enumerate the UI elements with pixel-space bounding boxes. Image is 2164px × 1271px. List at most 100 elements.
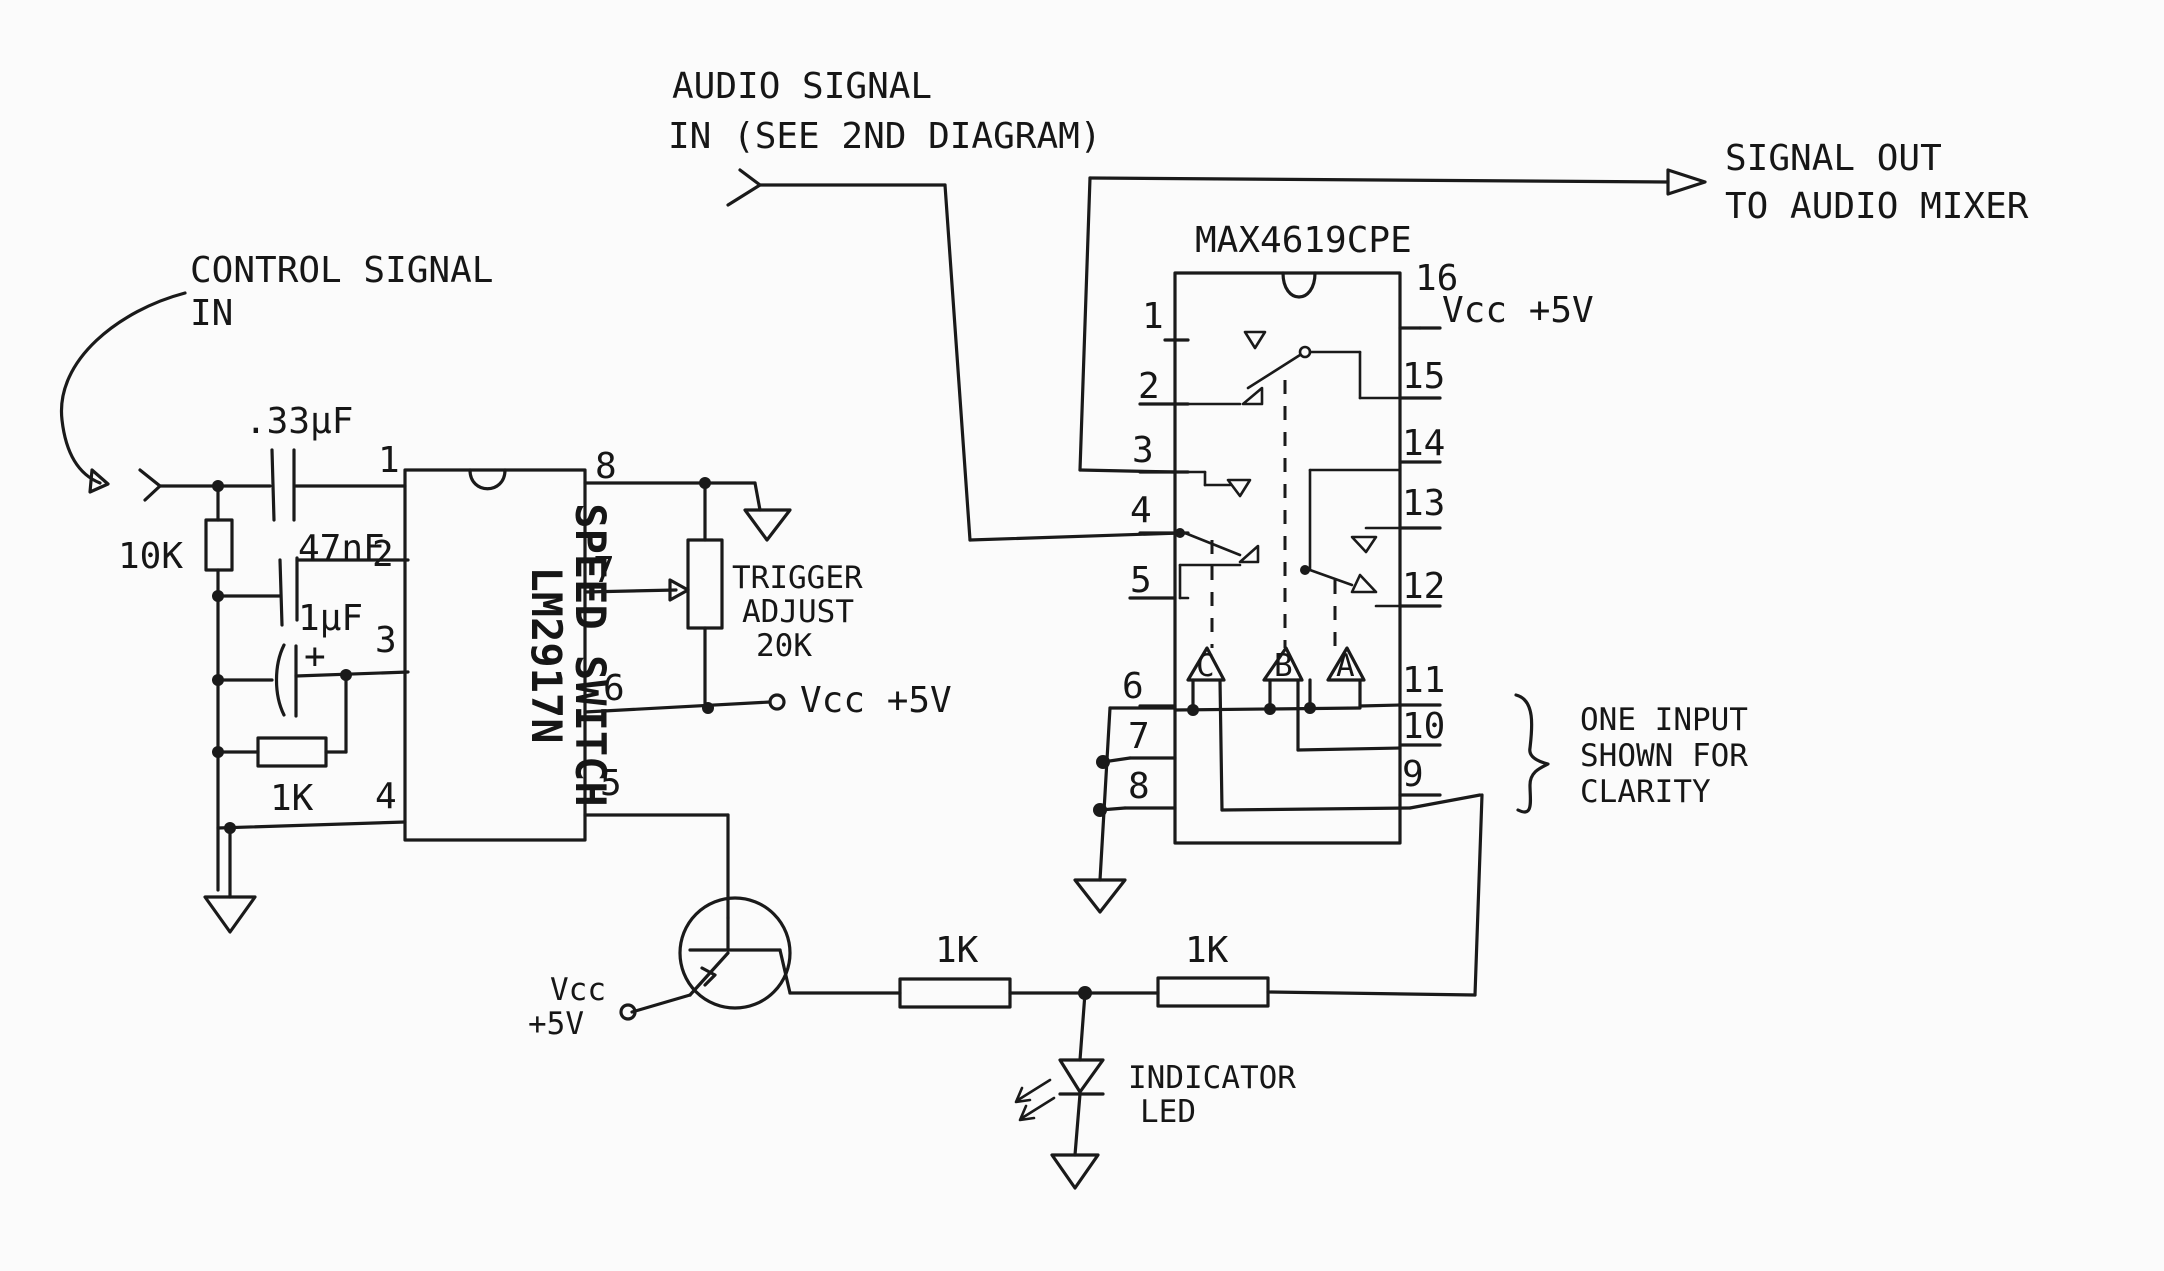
capacitor-1u-polarity: + — [304, 636, 326, 677]
ground-symbol — [1050, 1153, 1100, 1190]
ic1-pin-5: 5 — [600, 763, 622, 804]
control-c-label: C — [1196, 648, 1215, 684]
switch-c-pivot — [1175, 528, 1185, 538]
vcc-transistor-label-2: +5V — [528, 1006, 584, 1042]
resistor-1k-timing — [256, 736, 328, 768]
capacitor-47n-label: 47nF — [298, 528, 385, 569]
wire — [753, 481, 762, 512]
wire — [1220, 806, 1412, 812]
resistor-1k-led — [898, 977, 1012, 1009]
ic-lm2917n-name: LM2917N — [522, 566, 571, 743]
wire — [1296, 746, 1402, 752]
switch-a-blade — [1246, 353, 1302, 390]
control-in-arrowhead — [88, 468, 110, 494]
ground-symbol — [203, 895, 257, 934]
ic2-pin-16: 16 — [1415, 258, 1458, 299]
wire — [1088, 176, 1670, 184]
ic2-pin-9: 9 — [1402, 754, 1424, 795]
wire — [1078, 991, 1087, 1062]
pot-wiper-arrow — [668, 578, 690, 602]
ic2-pin-10: 10 — [1402, 706, 1445, 747]
ic2-pin-12: 12 — [1402, 566, 1445, 607]
trigger-label-3: 20K — [756, 628, 812, 664]
wire — [1358, 703, 1402, 708]
wire — [216, 820, 407, 830]
switch-c-contact — [1238, 544, 1260, 564]
junction-dot — [212, 480, 224, 492]
wire — [1473, 793, 1484, 997]
vcc-transistor-label: Vcc — [550, 972, 606, 1008]
resistor-10k — [204, 518, 234, 572]
wire — [1078, 176, 1092, 472]
capacitor-033-plate — [270, 448, 276, 522]
capacitor-1u-plate — [274, 643, 286, 717]
wire — [778, 948, 792, 995]
resistor-1k-led-label: 1K — [935, 930, 979, 971]
switch-a-pivot — [1298, 345, 1312, 359]
ic-max4619cpe — [1173, 271, 1402, 845]
switch-b-contact — [1350, 573, 1378, 594]
ic1-pin-3: 3 — [375, 620, 397, 661]
ic1-pin-2: 2 — [372, 534, 394, 575]
signal-out-label-2: TO AUDIO MIXER — [1725, 186, 2029, 227]
ground-symbol — [1073, 878, 1127, 914]
capacitor-47n-plate — [278, 558, 284, 627]
wire — [583, 588, 678, 594]
control-b-driver — [1262, 646, 1304, 682]
control-in-label-2: IN — [190, 293, 233, 334]
transistor-emitter-arrow — [700, 966, 717, 987]
led-light-arrow — [1018, 1096, 1056, 1122]
vcc-pot-label: Vcc +5V — [800, 680, 952, 721]
switch-a-contact — [1241, 386, 1264, 406]
ic2-pin-7: 7 — [1128, 716, 1150, 757]
resistor-10k-label: 10K — [118, 536, 183, 577]
capacitor-033-label: .33μF — [245, 401, 353, 442]
junction-dot — [212, 746, 224, 758]
indicator-led — [1058, 1058, 1105, 1094]
signal-out-arrowhead — [1666, 168, 1707, 196]
control-in-label: CONTROL SIGNAL — [190, 250, 493, 291]
wire — [583, 700, 772, 714]
indicator-led-label-2: LED — [1140, 1094, 1196, 1130]
resistor-1k-switch — [1156, 976, 1270, 1008]
wire — [1408, 793, 1482, 810]
junction-dot — [212, 590, 224, 602]
junction-dot — [212, 674, 224, 686]
vcc-16-label: Vcc +5V — [1442, 290, 1594, 331]
ic-lm2917n-notch — [468, 468, 507, 491]
ic-lm2917n-function: SPEED SWITCH — [566, 503, 615, 806]
ic2-pin-6: 6 — [1122, 666, 1144, 707]
ic2-pin-11: 11 — [1402, 660, 1445, 701]
control-in-connector — [138, 468, 162, 502]
switch-b-pivot — [1300, 565, 1310, 575]
ic1-pin-6: 6 — [603, 668, 625, 709]
signal-out-label: SIGNAL OUT — [1725, 138, 1942, 179]
one-input-note: ONE INPUT — [1580, 702, 1748, 738]
resistor-1k-switch-label: 1K — [1185, 930, 1229, 971]
wire — [1266, 990, 1477, 997]
control-a-label: A — [1336, 648, 1355, 684]
note-brace — [1514, 693, 1550, 814]
wire — [1073, 1092, 1082, 1157]
control-a-driver — [1326, 646, 1366, 682]
wire — [1098, 806, 1127, 812]
ic-max4619cpe-name: MAX4619CPE — [1195, 220, 1412, 261]
wire — [294, 670, 410, 678]
ic2-pin-15: 15 — [1402, 356, 1445, 397]
switch-b-blade — [1308, 568, 1354, 587]
transistor-emitter — [688, 951, 730, 997]
indicator-led-label: INDICATOR — [1128, 1060, 1296, 1096]
control-b-label: B — [1274, 648, 1293, 684]
ic2-pin-2: 2 — [1138, 366, 1160, 407]
resistor-1k-timing-label: 1K — [270, 778, 314, 819]
trigger-label: TRIGGER — [732, 560, 863, 596]
switch-c-contact — [1226, 478, 1252, 498]
capacitor-1u-label: 1μF — [298, 598, 363, 639]
ic2-pin-1: 1 — [1142, 296, 1164, 337]
one-input-note-2: SHOWN FOR — [1580, 738, 1748, 774]
ic2-pin-13: 13 — [1402, 483, 1445, 524]
ic1-pin-1: 1 — [378, 440, 400, 481]
ic1-pin-8: 8 — [595, 446, 617, 487]
trigger-potentiometer — [686, 538, 724, 630]
wire — [1098, 706, 1112, 882]
